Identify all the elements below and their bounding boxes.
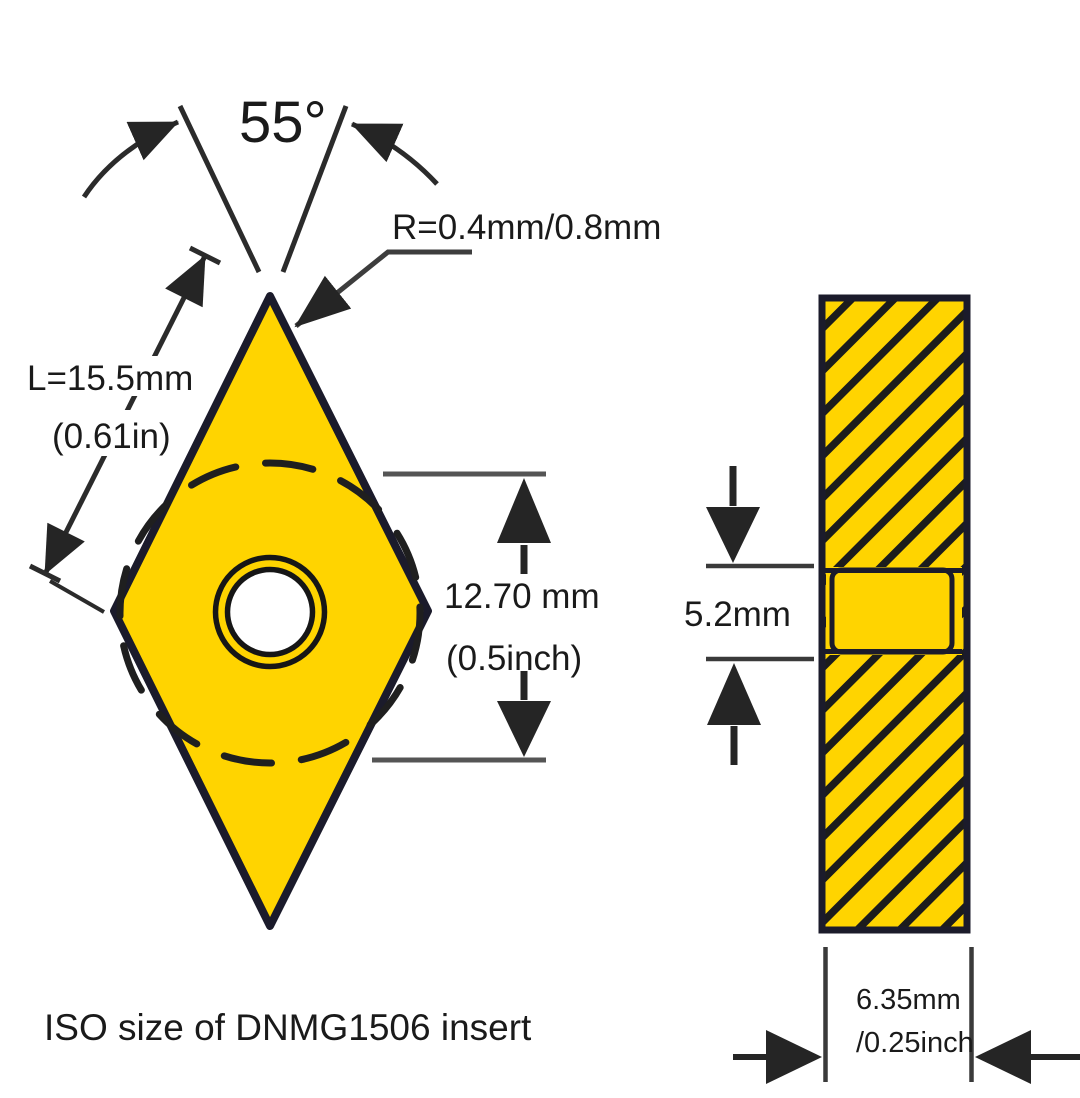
thickness-dimension: 5.2mm bbox=[684, 466, 814, 765]
angle-arc-arrow-right bbox=[350, 121, 439, 186]
edge-length-label: L=15.5mm bbox=[27, 359, 193, 398]
width-arrow-left bbox=[766, 1030, 822, 1084]
angle-line-left bbox=[177, 104, 262, 274]
edge-length-inch-label: (0.61in) bbox=[52, 417, 171, 456]
inscribed-circle-dashed bbox=[116, 459, 424, 767]
inscribed-circle-inch-label: (0.5inch) bbox=[446, 639, 582, 678]
length-tick-bottom bbox=[28, 563, 62, 584]
ic-arrow-down bbox=[497, 701, 551, 757]
length-tick-top bbox=[188, 245, 222, 266]
ic-arrow-up bbox=[497, 478, 551, 543]
length-extension-line bbox=[49, 579, 105, 614]
inscribed-circle-label: 12.70 mm bbox=[444, 577, 600, 616]
length-dimension: L=15.5mm (0.61in) bbox=[18, 245, 222, 614]
width-dimension: 6.35mm /0.25inch bbox=[733, 947, 1080, 1084]
caption: ISO size of DNMG1506 insert bbox=[44, 1007, 532, 1048]
hole-band bbox=[829, 567, 955, 655]
angle-dimension: 55° bbox=[81, 90, 439, 274]
radius-leader-line bbox=[294, 249, 472, 328]
label-backing bbox=[42, 410, 177, 456]
width-arrow-right bbox=[975, 1030, 1031, 1084]
thickness-arrow-down bbox=[706, 507, 760, 563]
side-view bbox=[818, 294, 971, 934]
angle-arc-arrow-left bbox=[81, 119, 180, 199]
angle-line-right bbox=[280, 105, 349, 273]
ic-dimension: 12.70 mm (0.5inch) bbox=[372, 471, 600, 763]
center-hole bbox=[224, 566, 316, 658]
thickness-label: 5.2mm bbox=[684, 595, 791, 634]
width-inch-label: /0.25inch bbox=[856, 1027, 974, 1059]
radius-leader: R=0.4mm/0.8mm bbox=[294, 208, 661, 328]
label-backing bbox=[18, 356, 190, 396]
width-label: 6.35mm bbox=[856, 984, 961, 1016]
center-hole-outer-ring bbox=[212, 554, 328, 670]
nose-angle-label: 55° bbox=[239, 90, 327, 155]
corner-radius-label: R=0.4mm/0.8mm bbox=[392, 208, 661, 247]
thickness-arrow-up bbox=[707, 663, 761, 725]
